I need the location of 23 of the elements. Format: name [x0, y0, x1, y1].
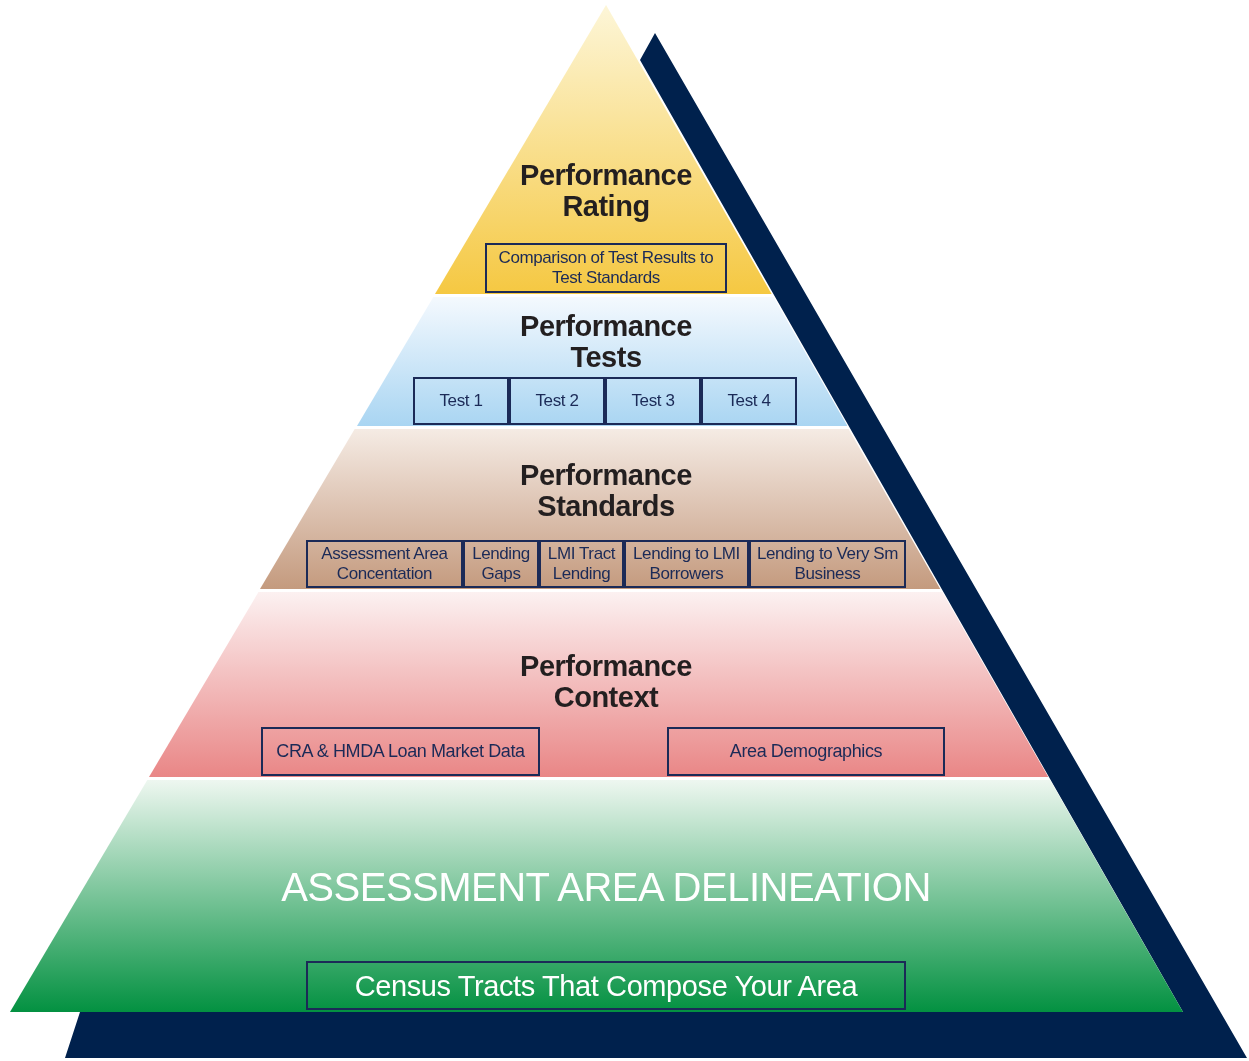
criteria-box: Test 3: [605, 377, 701, 425]
tier-heading: ASSESSMENT AREA DELINEATION: [280, 866, 932, 908]
criteria-box: Comparison of Test Results to Test Standards: [485, 243, 727, 293]
pyramid-tier: [356, 297, 848, 426]
criteria-box: Test 1: [413, 377, 509, 425]
criteria-box: CRA & HMDA Loan Market Data: [261, 727, 540, 776]
pyramid-tier: [434, 5, 772, 294]
pyramid-tier: [10, 780, 1183, 1012]
criteria-box: Lending Gaps: [463, 540, 539, 588]
pyramid-tier: [149, 592, 1049, 777]
tier-heading: Performance Tests: [519, 311, 693, 373]
tier-heading: Performance Standards: [519, 460, 693, 522]
criteria-box: Lending to LMI Borrowers: [624, 540, 749, 588]
criteria-box: Test 4: [701, 377, 797, 425]
tier-heading: Performance Rating: [519, 160, 693, 222]
criteria-box: Test 2: [509, 377, 605, 425]
criteria-box: Lending to Very Sm Business: [749, 540, 906, 588]
pyramid-tier: [260, 429, 941, 589]
criteria-box: Area Demographics: [667, 727, 945, 776]
tier-heading: Performance Context: [519, 651, 693, 713]
criteria-box: LMI Tract Lending: [539, 540, 624, 588]
criteria-box: Census Tracts That Compose Your Area: [306, 961, 906, 1010]
criteria-box: Assessment Area Concentation: [306, 540, 463, 588]
